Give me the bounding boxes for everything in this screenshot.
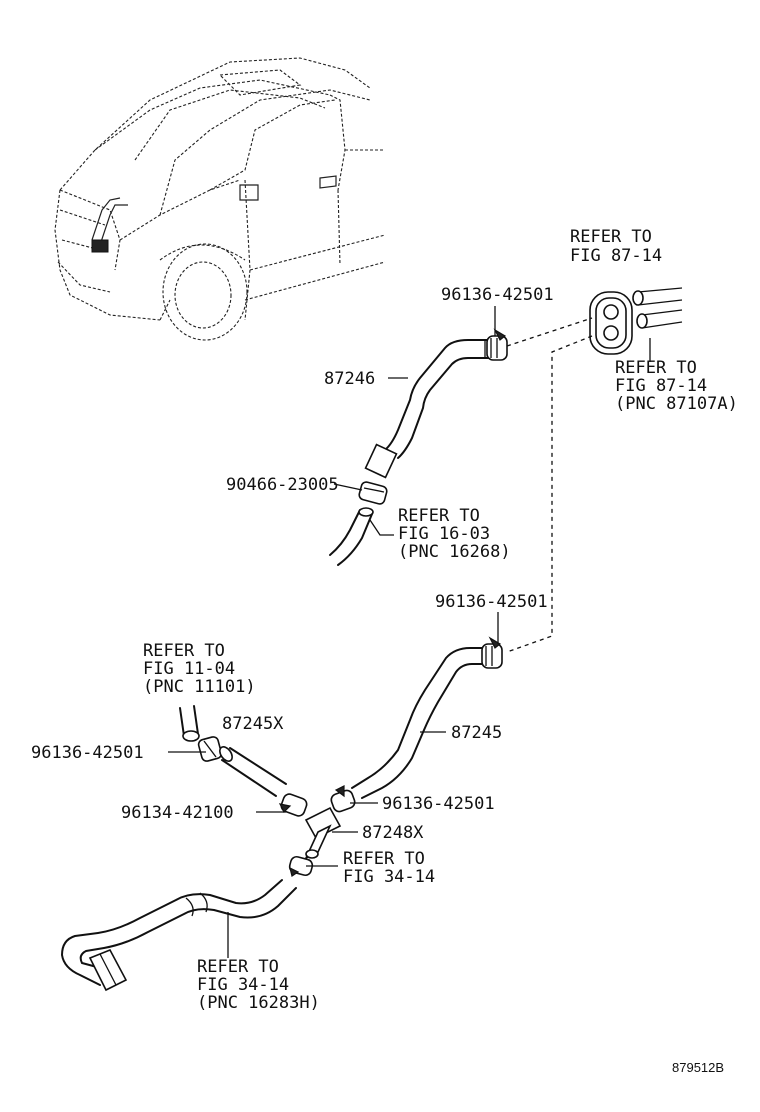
pipe-from-fig-1104 xyxy=(179,705,200,742)
refer-fig-1104-line3: (PNC 11101) xyxy=(143,677,256,697)
refer-fig-1603-line2: FIG 16-03 xyxy=(398,524,490,544)
hose-87245x xyxy=(219,746,287,797)
refer-fig-1603-line3: (PNC 16268) xyxy=(398,542,511,562)
refer-fig-3414-line2: FIG 34-14 xyxy=(343,867,435,887)
heater-pipes xyxy=(632,287,683,329)
refer-fig-3414-pnc-line1: REFER TO xyxy=(197,957,279,977)
grommet xyxy=(589,291,633,355)
refer-fig-1603-line1: REFER TO xyxy=(398,506,480,526)
leader-lines xyxy=(168,306,651,958)
hose-87246 xyxy=(364,339,493,479)
part-number-87245x: 87245X xyxy=(222,714,284,734)
part-number-96134: 96134-42100 xyxy=(121,803,234,823)
vehicle-illustration xyxy=(54,57,386,341)
diagram-id: 879512B xyxy=(672,1060,724,1075)
refer-fig-8714-top-line2: FIG 87-14 xyxy=(570,246,662,266)
part-number-96136-lower-right: 96136-42501 xyxy=(435,592,548,612)
refer-fig-3414-pnc-line2: FIG 34-14 xyxy=(197,975,289,995)
refer-fig-3414-pnc-line3: (PNC 16283H) xyxy=(197,993,320,1013)
part-number-87246: 87246 xyxy=(324,369,375,389)
part-number-96136-top: 96136-42501 xyxy=(441,285,554,305)
clamp-96136-mid xyxy=(330,785,356,813)
part-number-96136-mid: 96136-42501 xyxy=(382,794,495,814)
clamp-90466 xyxy=(358,481,388,505)
refer-fig-8714-pnc-line1: REFER TO xyxy=(615,358,697,378)
refer-fig-8714-pnc-line2: FIG 87-14 xyxy=(615,376,707,396)
tee-joint-87248x xyxy=(304,806,342,860)
refer-fig-8714-top-line1: REFER TO xyxy=(570,227,652,247)
clamp-96136-left xyxy=(197,736,223,762)
part-number-87245: 87245 xyxy=(451,723,502,743)
clamp-96136-top xyxy=(486,328,508,361)
refer-fig-1104-line2: FIG 11-04 xyxy=(143,659,235,679)
pipe-to-fig-1603 xyxy=(329,507,374,566)
dashed-leader-upper xyxy=(506,317,593,347)
part-number-96136-left: 96136-42501 xyxy=(31,743,144,763)
refer-fig-3414-line1: REFER TO xyxy=(343,849,425,869)
dashed-leader-lower xyxy=(506,335,593,653)
part-number-87248x: 87248X xyxy=(362,823,424,843)
clamp-96134 xyxy=(278,793,308,817)
clamp-96136-lower-right xyxy=(481,636,503,669)
part-number-90466: 90466-23005 xyxy=(226,475,339,495)
refer-fig-1104-line1: REFER TO xyxy=(143,641,225,661)
callout-labels: REFER TO FIG 87-14 96136-42501 87246 REF… xyxy=(31,227,738,1075)
hose-to-fig-3414 xyxy=(61,879,297,992)
clamp-lower-tee xyxy=(288,855,314,877)
refer-fig-8714-pnc-line3: (PNC 87107A) xyxy=(615,394,738,414)
